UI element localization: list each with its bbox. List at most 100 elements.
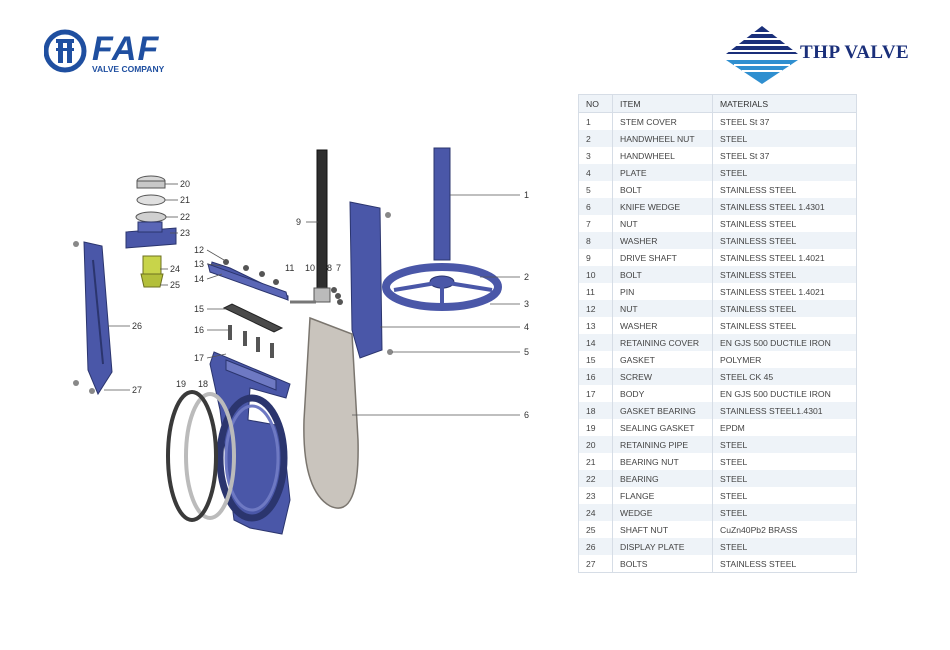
retaining-cover <box>207 259 289 301</box>
cell-item: PLATE <box>612 164 713 181</box>
callout-10: 10 <box>305 263 315 273</box>
callout-20: 20 <box>180 179 190 189</box>
cell-no: 23 <box>578 487 613 504</box>
callout-21: 21 <box>180 195 190 205</box>
cell-no: 21 <box>578 453 613 470</box>
cell-material: EN GJS 500 DUCTILE IRON <box>712 334 857 351</box>
cell-material: STAINLESS STEEL <box>712 266 857 283</box>
cell-item: SCREW <box>612 368 713 385</box>
cell-material: STEEL CK 45 <box>712 368 857 385</box>
cell-material: STAINLESS STEEL 1.4021 <box>712 283 857 300</box>
callout-13: 13 <box>194 259 204 269</box>
cell-material: STEEL St 37 <box>712 147 857 164</box>
cell-item: DRIVE SHAFT <box>612 249 713 266</box>
exploded-valve-diagram: 1 2 3 4 5 6 7 8 9 10 11 12 13 14 15 16 1… <box>73 147 529 535</box>
cell-no: 3 <box>578 147 613 164</box>
callout-12: 12 <box>194 245 204 255</box>
wedge-and-shaft-nut <box>140 255 164 288</box>
cell-no: 20 <box>578 436 613 453</box>
cell-material: STAINLESS STEEL <box>712 317 857 334</box>
callout-23: 23 <box>180 228 190 238</box>
faf-tagline: VALVE COMPANY <box>92 64 165 74</box>
cell-material: EN GJS 500 DUCTILE IRON <box>712 385 857 402</box>
thp-brand-text: THP VALVE <box>800 42 910 63</box>
faf-brand-text: FAF <box>92 30 160 68</box>
cell-item: DISPLAY PLATE <box>612 538 713 555</box>
cell-no: 26 <box>578 538 613 555</box>
callout-5: 5 <box>524 347 529 357</box>
cell-no: 8 <box>578 232 613 249</box>
callout-19: 19 <box>176 379 186 389</box>
callout-1: 1 <box>524 190 529 200</box>
cell-item: RETAINING COVER <box>612 334 713 351</box>
plate <box>349 201 393 359</box>
cell-no: 14 <box>578 334 613 351</box>
faf-logo-mark <box>44 29 87 73</box>
cell-item: BEARING <box>612 470 713 487</box>
cell-no: 24 <box>578 504 613 521</box>
cell-material: STAINLESS STEEL1.4301 <box>712 402 857 419</box>
cell-material: STEEL St 37 <box>712 112 857 130</box>
cell-no: 25 <box>578 521 613 538</box>
callout-16: 16 <box>194 325 204 335</box>
cell-no: 12 <box>578 300 613 317</box>
cell-material: STEEL <box>712 453 857 470</box>
cell-material: CuZn40Pb2 BRASS <box>712 521 857 538</box>
cell-material: STEEL <box>712 538 857 555</box>
cell-item: WASHER <box>612 317 713 334</box>
header-item: ITEM <box>612 94 713 113</box>
cell-item: BEARING NUT <box>612 453 713 470</box>
display-plate <box>73 241 113 396</box>
gasket-bearing <box>184 392 236 520</box>
cell-item: BOLT <box>612 181 713 198</box>
parts-table-header: NO ITEM MATERIALS <box>578 94 857 113</box>
cell-material: POLYMER <box>712 351 857 368</box>
cell-material: STEEL <box>712 436 857 453</box>
cell-no: 5 <box>578 181 613 198</box>
bearing-stack <box>125 175 177 249</box>
cell-no: 27 <box>578 555 613 573</box>
callout-6: 6 <box>524 410 529 420</box>
cell-item: WEDGE <box>612 504 713 521</box>
cell-item: NUT <box>612 300 713 317</box>
callout-27: 27 <box>132 385 142 395</box>
callout-17: 17 <box>194 353 204 363</box>
callout-26: 26 <box>132 321 142 331</box>
cell-material: STAINLESS STEEL 1.4021 <box>712 249 857 266</box>
callout-4: 4 <box>524 322 529 332</box>
cell-no: 16 <box>578 368 613 385</box>
cell-no: 17 <box>578 385 613 402</box>
callout-25: 25 <box>170 280 180 290</box>
cell-item: SEALING GASKET <box>612 419 713 436</box>
cell-material: STAINLESS STEEL <box>712 555 857 573</box>
cell-no: 22 <box>578 470 613 487</box>
callout-15: 15 <box>194 304 204 314</box>
cell-item: BOLT <box>612 266 713 283</box>
cell-item: SHAFT NUT <box>612 521 713 538</box>
cell-no: 6 <box>578 198 613 215</box>
callout-11: 11 <box>285 263 294 273</box>
cell-material: STEEL <box>712 504 857 521</box>
handwheel <box>382 263 502 311</box>
leader-lines <box>104 183 520 416</box>
cell-material: STEEL <box>712 487 857 504</box>
cell-item: WASHER <box>612 232 713 249</box>
cell-no: 10 <box>578 266 613 283</box>
cell-item: NUT <box>612 215 713 232</box>
